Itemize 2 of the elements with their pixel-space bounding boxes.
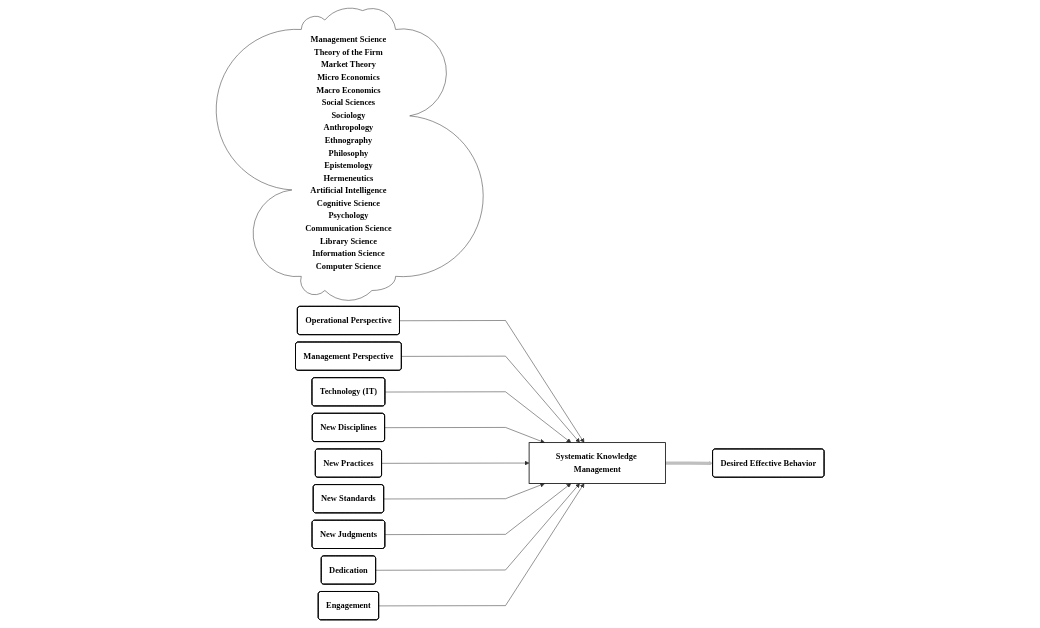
node-box: Systematic Knowledge Management bbox=[528, 442, 666, 484]
arrow bbox=[665, 461, 713, 466]
